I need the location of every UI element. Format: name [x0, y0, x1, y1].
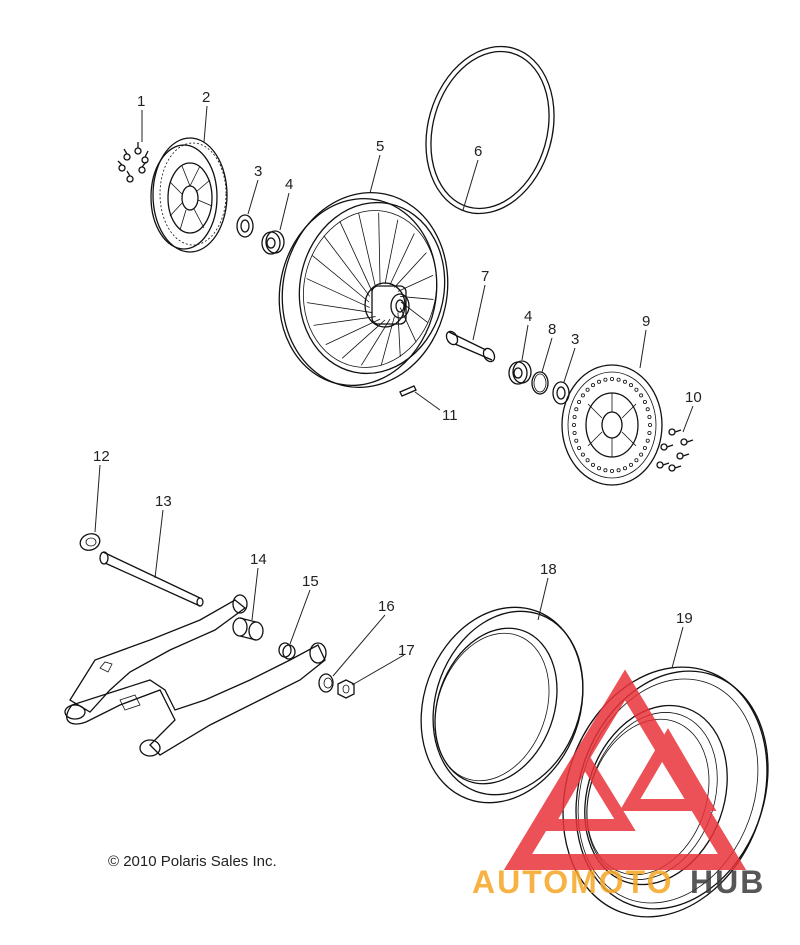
- callout-5: 5: [376, 138, 384, 155]
- part-spoked-wheel-5: [278, 191, 449, 389]
- leader-lines: [94, 105, 694, 686]
- part-spacer-15: [278, 642, 296, 660]
- logo-triangle-mark: [503, 669, 747, 870]
- brand-name-right: HUB: [690, 864, 765, 900]
- callout-11: 11: [442, 407, 458, 424]
- part-nut-17: [337, 679, 355, 699]
- callout-3-right: 3: [571, 331, 579, 348]
- watermark-logo: AUTOMOTO HUB: [472, 669, 765, 900]
- part-snap-ring-8: [531, 371, 549, 395]
- callout-15: 15: [302, 573, 319, 590]
- callout-8: 8: [548, 321, 556, 338]
- part-cam-12: [79, 533, 101, 551]
- callout-13: 13: [155, 493, 172, 510]
- part-axle-13: [99, 551, 204, 607]
- callout-17: 17: [398, 642, 415, 659]
- callout-4-left: 4: [285, 176, 293, 193]
- callout-labels: 1 2 3 4 5 6 7 4 8 3 9 10 11 12 13 14 15 …: [93, 89, 702, 659]
- callout-14: 14: [250, 551, 267, 568]
- part-bearing-4-left: [261, 230, 285, 255]
- callout-4-right: 4: [524, 308, 532, 325]
- part-bolts-1: [117, 142, 149, 183]
- part-tube-18: [420, 606, 584, 804]
- part-brake-disc-9: [561, 364, 663, 486]
- part-rim-band-6: [425, 45, 555, 215]
- part-swingarm: [64, 594, 327, 757]
- part-disc-bolts-10: [656, 428, 694, 472]
- part-bushing-14: [232, 617, 264, 641]
- part-seal-3-left: [236, 214, 254, 238]
- callout-9: 9: [642, 313, 650, 330]
- callout-1: 1: [137, 93, 145, 110]
- callout-2: 2: [202, 89, 210, 106]
- part-drive-pulley-2: [150, 137, 228, 253]
- callout-18: 18: [540, 561, 557, 578]
- brand-name-left: AUTOMOTO: [472, 864, 673, 900]
- part-key-11: [399, 385, 417, 397]
- part-bearing-4-right: [508, 360, 532, 385]
- part-spacer-7: [445, 330, 496, 363]
- copyright-text: © 2010 Polaris Sales Inc.: [108, 853, 277, 870]
- part-washer-16: [318, 673, 334, 693]
- callout-19: 19: [676, 610, 693, 627]
- callout-10: 10: [685, 389, 702, 406]
- callout-6: 6: [474, 143, 482, 160]
- callout-3-left: 3: [254, 163, 262, 180]
- callout-7: 7: [481, 268, 489, 285]
- callout-12: 12: [93, 448, 110, 465]
- callout-16: 16: [378, 598, 395, 615]
